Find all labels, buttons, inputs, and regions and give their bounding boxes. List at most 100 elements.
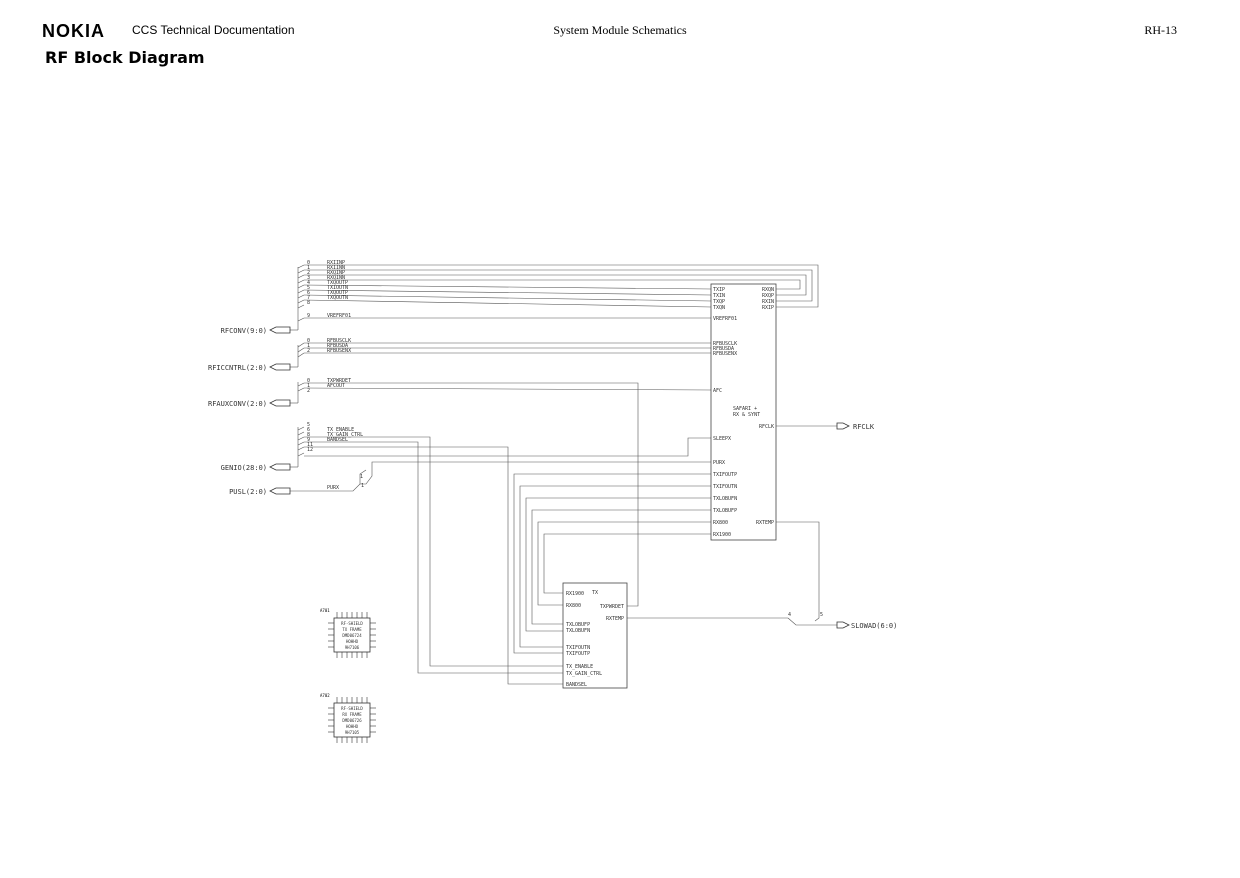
shield-text: RF-SHIELD [341, 621, 363, 626]
rfconv-net-txqoutp: TXQOUTP [327, 290, 348, 296]
genio-net-bandsel: BANDSEL [327, 437, 348, 443]
safari-pin-rxqp: RXQP [762, 293, 774, 299]
safari-pin-labels: TXIPTXINTXQPTXQNVREFRF01RFBUSCLKRFBUSDAR… [713, 287, 774, 538]
rfconv-net-txqoutp: TXQOUTP [327, 280, 348, 286]
rfconv-net-rxqinp: RXQINP [327, 270, 345, 276]
rfconv-idx: 3 [307, 275, 310, 281]
tx-pin-txlobufp: TXLOBUFP [566, 622, 590, 628]
rfconv-net-vrefrf01: VREFRF01 [327, 313, 351, 319]
section-title: System Module Schematics [553, 23, 687, 37]
tx-pin-txlobufn: TXLOBUFN [566, 628, 590, 634]
genio-idx: 5 [307, 422, 310, 428]
rfconv-idx: 9 [307, 313, 310, 319]
rfauxconv-idx: 0 [307, 378, 310, 384]
wire-tx-enable [304, 436, 563, 667]
wire-rx800 [537, 521, 711, 606]
safari-pin-txqn: TXQN [713, 305, 725, 311]
tx-pin-txpwrdet: TXPWRDET [600, 604, 624, 610]
rfconv-net-rxqinn: RXQINN [327, 275, 345, 281]
rfconv-net-txqoutn: TXQOUTN [327, 295, 348, 301]
wire-afcout [303, 387, 712, 391]
rfconv-label: RFCONV(9:0) [221, 327, 267, 335]
shield-text: HOHHO [346, 639, 359, 644]
genio-net-tx_enable: TX_ENABLE [327, 427, 354, 433]
safari-title-1: SAFARI + [733, 406, 757, 412]
rfconv-idx: 4 [307, 280, 310, 286]
safari-pin-rxtemp: RXTEMP [756, 520, 774, 526]
rfconv-idx: 2 [307, 270, 310, 276]
tx-pin-bandsel: BANDSEL [566, 682, 587, 688]
safari-pin-txlobufp: TXLOBUFP [713, 508, 737, 514]
rfauxconv-net-afcout: AFCOUT [327, 383, 345, 389]
shield-text: TX FRAME [342, 627, 362, 632]
safari-pin-rxip: RXIP [762, 305, 774, 311]
rfauxconv-net-txpwrdet: TXPWRDET [327, 378, 351, 384]
safari-pin-sleepx: SLEEPX [713, 436, 731, 442]
rfconv-idx: 0 [307, 260, 310, 266]
safari-pin-txlobufn: TXLOBUFN [713, 496, 737, 502]
shield-text: 9H7106 [345, 645, 360, 650]
wire-txlobufn [525, 497, 711, 632]
safari-pin-purx: PURX [713, 460, 725, 466]
tx-pin-tx_gain_ctrl: TX_GAIN_CTRL [566, 671, 602, 677]
wire-txqoutn [303, 299, 712, 308]
rficcntrl-label: RFICCNTRL(2:0) [208, 364, 267, 372]
wire-txioutn [303, 289, 712, 296]
shield-text: DMD06724 [342, 633, 362, 638]
genio-net-tx_gain_ctrl: TX_GAIN_CTRL [327, 432, 363, 438]
purx-net-label: PURX [327, 485, 339, 491]
safari-pin-afc: AFC [713, 388, 722, 394]
rficcntrl-idx: 1 [307, 343, 310, 349]
nokia-logo: NOKIA [42, 21, 105, 41]
safari-title-2: RX & SYNT [733, 412, 760, 418]
wire-rxiinp [304, 264, 819, 308]
tx-pin-tx_enable: TX_ENABLE [566, 664, 593, 670]
rfconv-idx: 1 [307, 265, 310, 271]
wire-txpwrdet [304, 382, 639, 607]
slowad-bus-line [787, 617, 837, 626]
rfconv-net-rxiinn: RXIINN [327, 265, 345, 271]
safari-pin-rxqn: RXQN [762, 287, 774, 293]
wire-txlobufp [531, 509, 711, 625]
wire-sleepx [304, 437, 711, 457]
doc-title: CCS Technical Documentation [132, 23, 295, 37]
rfclk-label: RFCLK [853, 423, 875, 431]
slowad-label: SLOWAD(6:0) [851, 622, 897, 630]
wire-txifoutn [519, 485, 711, 648]
safari-pin-rx1900: RX1900 [713, 532, 731, 538]
wire-rxqinp [304, 274, 807, 296]
safari-pin-rfbusenx: RFBUSENX [713, 351, 737, 357]
genio-label: GENIO(28:0) [221, 464, 267, 472]
rfconv-net-rxiinp: RXIINP [327, 260, 345, 266]
slowad-tap-a: 4 [788, 612, 791, 618]
safari-pin-txifoutp: TXIFOUTP [713, 472, 737, 478]
shield-text: RF-SHIELD [341, 706, 363, 711]
safari-pin-vrefrf01: VREFRF01 [713, 316, 737, 322]
wire-rx1900 [543, 533, 711, 594]
rficcntrl-idx: 2 [307, 348, 310, 354]
shield-text: DMD06726 [342, 718, 362, 723]
shield-text: HOHHO [346, 724, 359, 729]
genio-idx: 8 [307, 432, 310, 438]
rficcntrl-port [269, 363, 291, 371]
wires [290, 264, 837, 685]
pusl-net-labels: PURX 1 1 [327, 474, 364, 491]
rfauxconv-idx: 2 [307, 388, 310, 394]
rfconv-idx: 7 [307, 295, 310, 301]
rfconv-port [269, 326, 291, 334]
slowad-port [836, 621, 850, 629]
shield-text: 9H7105 [345, 730, 360, 735]
safari-pin-rfbusda: RFBUSDA [713, 346, 734, 352]
shield-ref: A702 [320, 693, 330, 698]
tx-pin-txifoutp: TXIFOUTP [566, 651, 590, 657]
safari-block [710, 283, 777, 541]
tx-pin-labels: RX1900RX800TXLOBUFPTXLOBUFNTXIFOUTNTXIFO… [566, 591, 624, 688]
safari-pin-txip: TXIP [713, 287, 725, 293]
wire-tx-gain-ctrl [304, 441, 563, 674]
rfconv-net-txioutn: TXIOUTN [327, 285, 348, 291]
